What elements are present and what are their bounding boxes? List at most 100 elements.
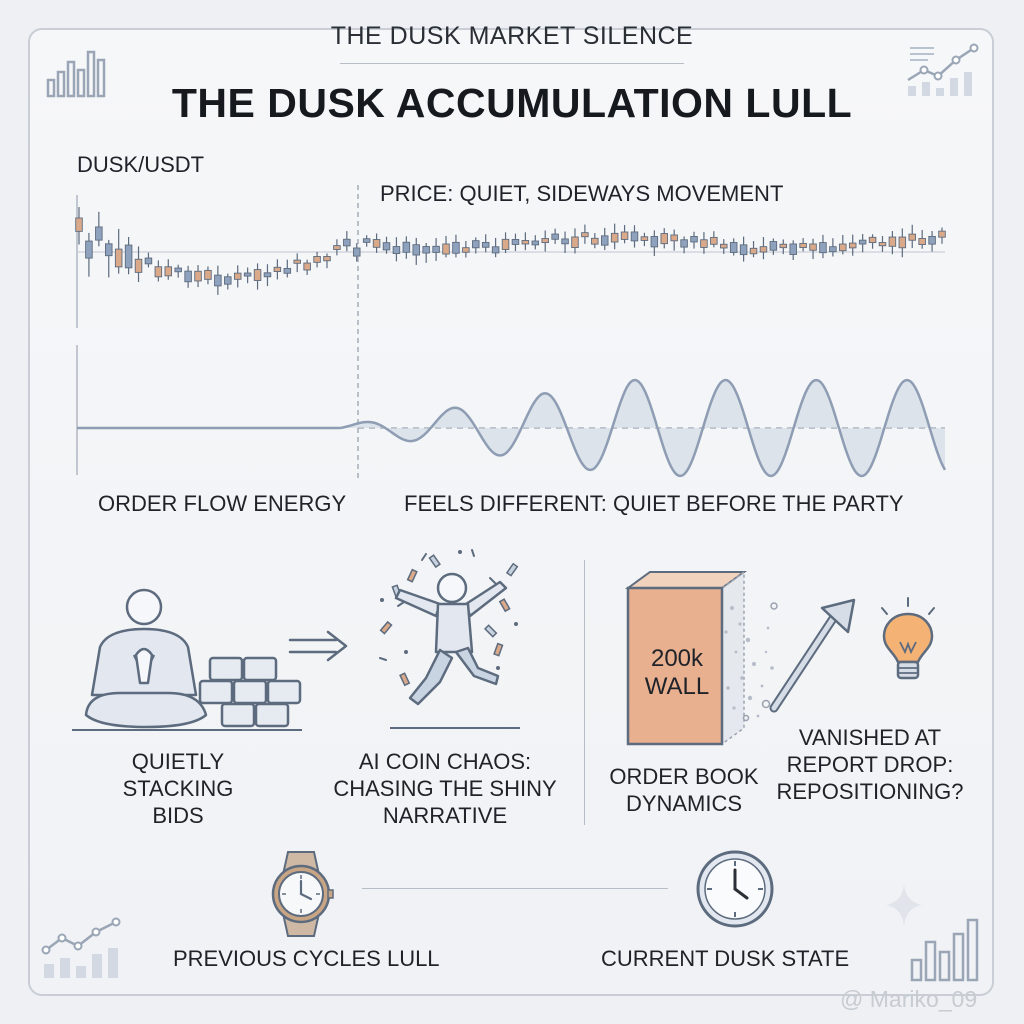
candle-bear: [164, 266, 173, 277]
candle-bear: [720, 243, 728, 249]
caption-line: REPORT DROP:: [786, 752, 954, 777]
candle-bear: [700, 239, 708, 248]
candle-bear: [640, 236, 649, 241]
candle-bull: [263, 272, 272, 278]
candle-bull: [392, 246, 401, 254]
wristwatch-icon: [271, 851, 334, 937]
pair-label: DUSK/USDT: [77, 152, 205, 177]
candle-bull: [382, 242, 391, 251]
candle-bull: [551, 233, 559, 240]
candle-bear: [839, 243, 847, 252]
candle-bear: [660, 233, 669, 245]
caption-line: STACKING BIDS: [122, 776, 234, 828]
caption-line: NARRATIVE: [382, 803, 508, 828]
arrow-right-icon: [288, 630, 348, 662]
candle-bear: [610, 232, 619, 243]
bar-chart-icon: [910, 918, 979, 982]
candle-bull: [789, 243, 797, 255]
candle-bull: [690, 236, 698, 243]
candle-bull: [739, 244, 748, 256]
order-wall-block: [624, 570, 778, 746]
page-title: THE DUSK ACCUMULATION LULL: [171, 80, 853, 126]
candle-bear: [114, 248, 123, 268]
candle-bear: [620, 231, 629, 240]
price-note: PRICE: QUIET, SIDEWAYS MOVEMENT: [380, 181, 784, 206]
caption-line: REPOSITIONING?: [776, 779, 964, 804]
wall-word: WALL: [644, 673, 710, 700]
previous-cycles-label: PREVIOUS CYCLES LULL: [173, 946, 440, 971]
candle-bull: [511, 239, 520, 245]
candle-bear: [501, 238, 510, 250]
infographic-frame: [28, 28, 994, 996]
bar-chart-icon: [46, 50, 106, 98]
candle-bear: [541, 238, 549, 244]
candle-bear: [898, 236, 907, 249]
candle-bear: [273, 266, 282, 272]
candle-bull: [650, 236, 659, 248]
current-state-label: CURRENT DUSK STATE: [601, 946, 850, 971]
candle-bull: [729, 242, 738, 253]
candle-bull: [491, 246, 500, 254]
wall-amount: 200k: [650, 645, 704, 672]
candlestick-chart: [75, 185, 947, 478]
candle-bull: [214, 274, 222, 287]
candle-bear: [253, 269, 262, 281]
candle-bull: [224, 276, 232, 285]
candle-bear: [878, 242, 887, 247]
candle-bear: [194, 270, 202, 282]
candle-bull: [343, 238, 351, 247]
candle-bull: [432, 245, 440, 253]
candle-bull: [630, 231, 639, 242]
stacking-caption: QUIETLY STACKING BIDS: [98, 748, 258, 829]
caption-line: QUIETLY: [131, 749, 225, 774]
candle-bull: [769, 241, 778, 251]
wall-clock-icon: [696, 850, 774, 928]
caption-line: CHASING THE SHINY: [333, 776, 557, 801]
arrow-up-right-icon: [769, 598, 856, 713]
candle-bull: [829, 246, 837, 253]
energy-label: ORDER FLOW ENERGY: [98, 491, 347, 516]
lightbulb-icon: [881, 597, 935, 680]
candle-bear: [233, 272, 242, 280]
vanished-caption: VANISHED AT REPORT DROP: REPOSITIONING?: [770, 724, 970, 805]
candle-bull: [174, 267, 182, 273]
candle-bull: [124, 244, 133, 269]
energy-note: FEELS DIFFERENT: QUIET BEFORE THE PARTY: [404, 491, 904, 516]
wall-label: 200k WALL: [630, 645, 724, 701]
trend-chart-icon: [41, 917, 121, 978]
candle-bear: [670, 234, 678, 242]
candle-bull: [402, 241, 411, 253]
candle-bear: [134, 258, 143, 273]
candle-bull: [85, 240, 93, 259]
candle-bull: [412, 244, 421, 256]
candle-bear: [888, 236, 897, 247]
chaos-caption: AI COIN CHAOS: CHASING THE SHINY NARRATI…: [320, 748, 570, 829]
candle-bear: [204, 269, 212, 280]
candle-bear: [938, 230, 946, 238]
candle-bull: [472, 240, 480, 249]
energy-wave-line: [77, 378, 947, 478]
candle-bear: [868, 236, 877, 244]
supertitle: THE DUSK MARKET SILENCE: [330, 22, 694, 50]
candle-bull: [243, 272, 252, 277]
candle-bull: [531, 240, 540, 246]
caption-line: DYNAMICS: [625, 791, 743, 816]
candle-bear: [571, 236, 579, 248]
candle-bear: [462, 247, 470, 253]
candle-bear: [809, 243, 817, 251]
meditating-person-icon: [72, 588, 302, 731]
candle-bear: [710, 236, 718, 245]
candle-bear: [848, 242, 857, 249]
candle-bear: [779, 243, 788, 249]
candle-bear: [442, 243, 450, 255]
candle-bear: [799, 242, 807, 249]
section-divider: [584, 560, 585, 825]
candle-bull: [105, 243, 113, 257]
sparkle-icon: [886, 884, 922, 926]
trend-chart-icon: [907, 43, 979, 96]
candle-bull: [600, 235, 609, 246]
dancing-person-icon: [379, 549, 520, 729]
candle-bear: [75, 217, 83, 232]
candle-bear: [581, 232, 589, 238]
supertitle-divider: [340, 63, 684, 64]
